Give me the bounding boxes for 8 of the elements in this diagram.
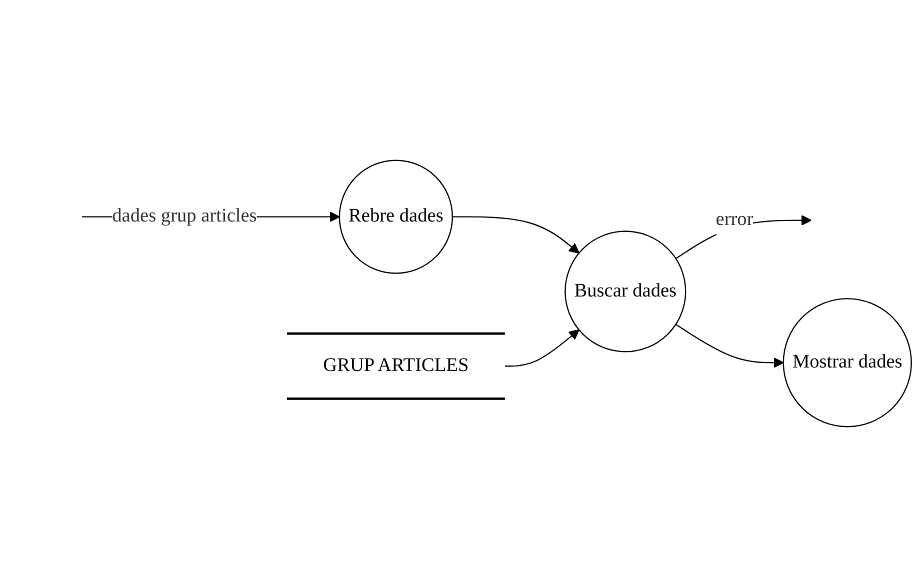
edge-label: dades grup articles	[112, 206, 257, 226]
node-circle: Mostrar dades	[782, 298, 912, 428]
arrow	[452, 216, 580, 254]
edge-label: error	[716, 209, 754, 230]
node-circle: Buscar dades	[564, 230, 686, 352]
arrow	[504, 329, 580, 367]
arrow	[676, 324, 784, 368]
node-circle: Rebre dades	[338, 160, 453, 274]
